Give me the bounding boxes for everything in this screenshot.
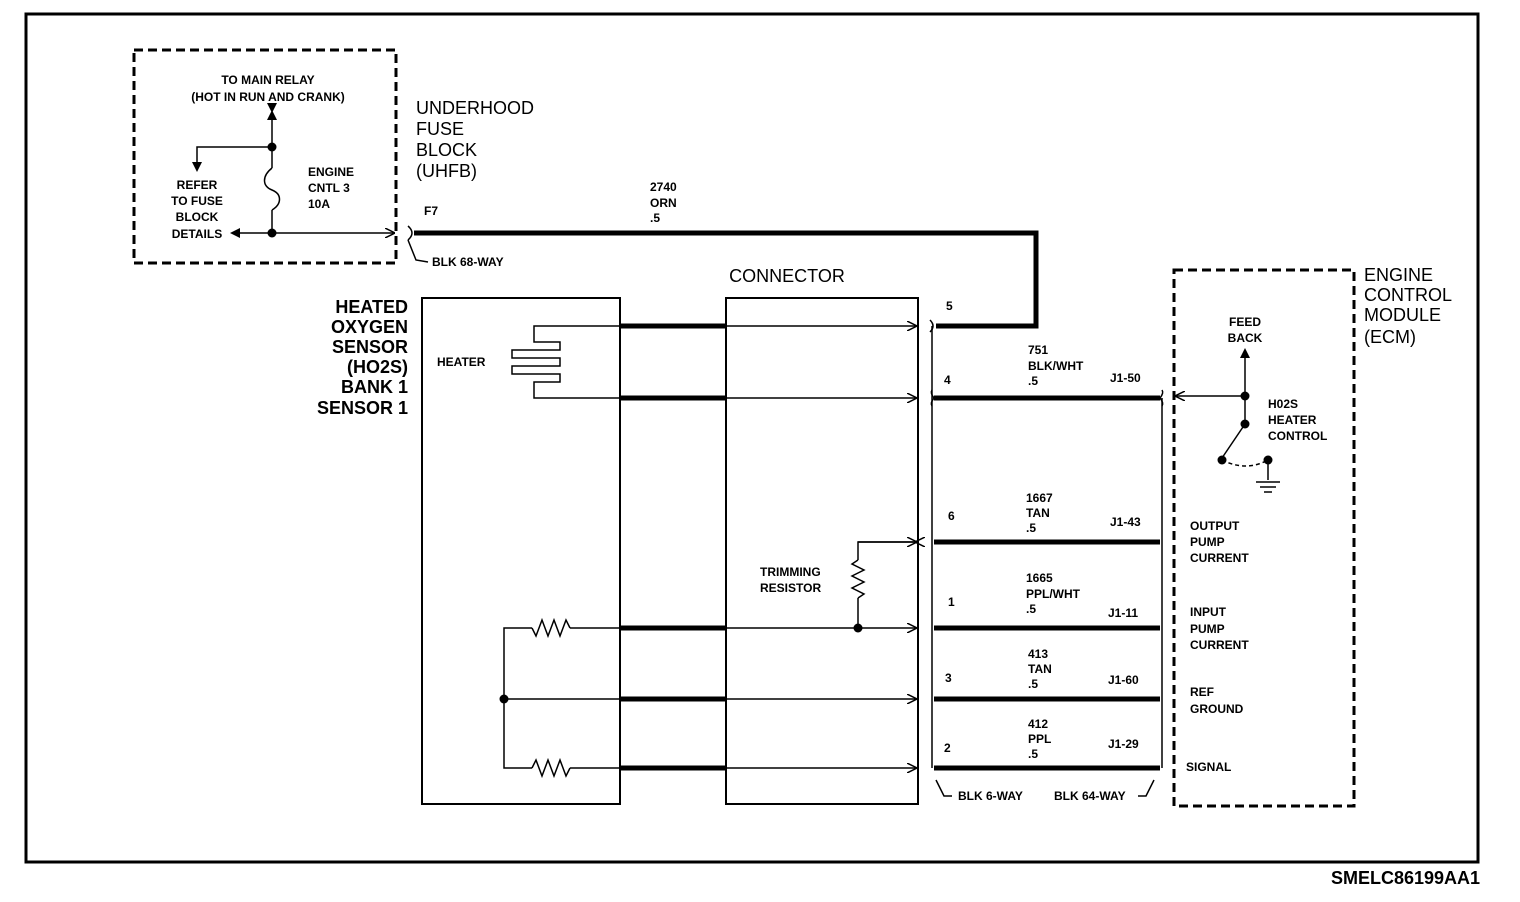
heater-label: HEATER	[437, 355, 486, 369]
ecm-pin-j1-43: J1-43	[1110, 515, 1141, 529]
ref-ground-label-1: REF	[1190, 685, 1214, 699]
circuit-751-color: BLK/WHT	[1028, 359, 1084, 373]
heater-control-label-3: CONTROL	[1268, 429, 1327, 443]
circuit-413-size: .5	[1028, 677, 1038, 691]
circuit-1665-color: PPL/WHT	[1026, 587, 1081, 601]
ref-ground-label-2: GROUND	[1190, 702, 1244, 716]
sensor-title-6: SENSOR 1	[317, 398, 408, 418]
output-pump-label-3: CURRENT	[1190, 551, 1249, 565]
circuit-413-number: 413	[1028, 647, 1048, 661]
resistor-icon	[531, 757, 571, 779]
heater-control-label-1: H02S	[1268, 397, 1298, 411]
wire-2740-size: .5	[650, 211, 660, 225]
pin-1-label: 1	[948, 595, 955, 609]
circuit-1667-number: 1667	[1026, 491, 1053, 505]
sensor-title-4: (HO2S)	[347, 357, 408, 377]
feedback-label-2: BACK	[1228, 331, 1263, 345]
down-arrow-icon	[192, 162, 202, 172]
ecm-pin-j1-60: J1-60	[1108, 673, 1139, 687]
fuse-block-title-2: FUSE	[416, 119, 464, 139]
ground-icon	[1256, 481, 1280, 493]
fuse-name-2: CNTL 3	[308, 181, 350, 195]
output-pump-label-2: PUMP	[1190, 535, 1225, 549]
refer-label-2: TO FUSE	[171, 194, 223, 208]
circuit-1667-color: TAN	[1026, 506, 1050, 520]
feedback-label-1: FEED	[1229, 315, 1261, 329]
ecm-title-2: CONTROL	[1364, 285, 1452, 305]
input-pump-label-2: PUMP	[1190, 622, 1225, 636]
ecm-title-4: (ECM)	[1364, 327, 1416, 347]
fuse-icon	[263, 167, 281, 211]
circuit-751-size: .5	[1028, 374, 1038, 388]
switch-blade-icon	[1221, 423, 1246, 459]
ecm-box	[1172, 268, 1356, 808]
sensor-title-5: BANK 1	[341, 377, 408, 397]
connector-box	[725, 297, 919, 805]
refer-label-3: BLOCK	[176, 210, 219, 224]
fuse-block-box	[132, 48, 398, 265]
figure-code: SMELC86199AA1	[1331, 868, 1480, 888]
trimming-label-1: TRIMMING	[760, 565, 821, 579]
harness-bundle	[929, 319, 1164, 797]
up-arrow-icon	[267, 110, 277, 120]
refer-label-1: REFER	[177, 178, 218, 192]
heater-control-label-2: HEATER	[1268, 413, 1317, 427]
circuit-1665-number: 1665	[1026, 571, 1053, 585]
refer-label-4: DETAILS	[172, 227, 222, 241]
resistor-icon	[531, 617, 571, 639]
heater-element-icon	[511, 325, 620, 399]
feedback-arrow-icon	[1240, 348, 1250, 358]
connector-title: CONNECTOR	[729, 266, 845, 286]
fuse-block-title-3: BLOCK	[416, 140, 477, 160]
ecm-pin-j1-29: J1-29	[1108, 737, 1139, 751]
wire-2740-circuit: 2740	[650, 180, 677, 194]
fuse-name-1: ENGINE	[308, 165, 354, 179]
circuit-412-size: .5	[1028, 747, 1038, 761]
connector-6-way-label: BLK 6-WAY	[958, 789, 1023, 803]
circuit-412-color: PPL	[1028, 732, 1051, 746]
fuse-terminal-label: F7	[424, 204, 438, 218]
ecm-title-3: MODULE	[1364, 305, 1441, 325]
fuse-name-3: 10A	[308, 197, 330, 211]
circuit-1667-size: .5	[1026, 521, 1036, 535]
relay-label-2: (HOT IN RUN AND CRANK)	[191, 90, 345, 104]
fuse-connector-label: BLK 68-WAY	[432, 255, 504, 269]
trimming-label-2: RESISTOR	[760, 581, 821, 595]
pin-3-label: 3	[945, 671, 952, 685]
circuit-413-color: TAN	[1028, 662, 1052, 676]
connector-64-way-label: BLK 64-WAY	[1054, 789, 1126, 803]
relay-label-1: TO MAIN RELAY	[221, 73, 314, 87]
input-pump-label-3: CURRENT	[1190, 638, 1249, 652]
circuit-1665-size: .5	[1026, 602, 1036, 616]
fuse-block-title-1: UNDERHOOD	[416, 98, 534, 118]
circuit-412-number: 412	[1028, 717, 1048, 731]
pin-6-label: 6	[948, 509, 955, 523]
signal-label: SIGNAL	[1186, 760, 1231, 774]
fuse-block-title-4: (UHFB)	[416, 161, 477, 181]
wire-2740-color: ORN	[650, 196, 677, 210]
pin-5-label: 5	[946, 299, 953, 313]
pin-4-label: 4	[944, 373, 951, 387]
ecm-title-1: ENGINE	[1364, 265, 1433, 285]
sensor-title-1: HEATED	[335, 297, 408, 317]
input-pump-label-1: INPUT	[1190, 605, 1227, 619]
ecm-pin-j1-50: J1-50	[1110, 371, 1141, 385]
sensor-box	[421, 297, 621, 805]
sensor-title-2: OXYGEN	[331, 317, 408, 337]
output-pump-label-1: OUTPUT	[1190, 519, 1240, 533]
wire-2740	[414, 230, 1039, 329]
sensor-title-3: SENSOR	[332, 337, 408, 357]
trimming-resistor-icon	[850, 559, 866, 599]
ecm-pin-j1-11: J1-11	[1108, 606, 1138, 620]
circuit-751-number: 751	[1028, 343, 1048, 357]
pin-2-label: 2	[944, 741, 951, 755]
outer-frame	[24, 12, 1480, 864]
